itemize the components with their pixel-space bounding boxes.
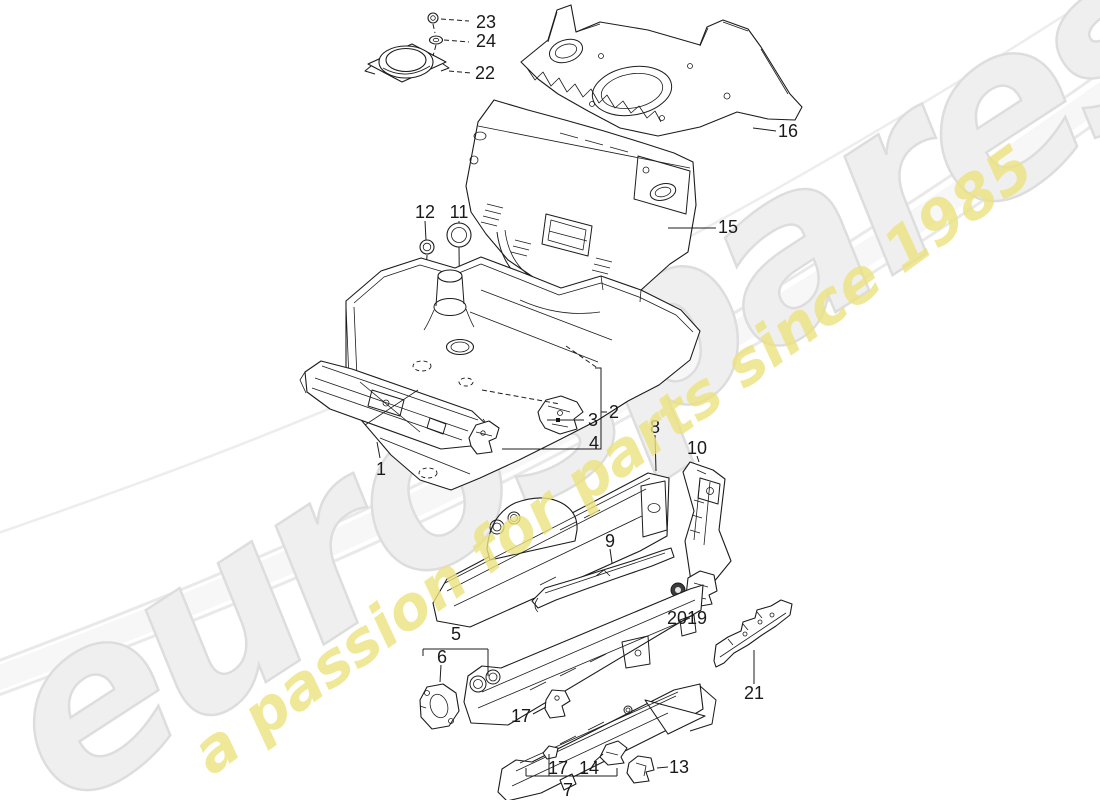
callout-17-2: 17 <box>548 758 568 778</box>
callout-21: 21 <box>744 683 764 703</box>
part-11-seal-large <box>446 222 472 248</box>
callout-15: 15 <box>718 217 738 237</box>
leader-lines-2-3-4 <box>481 345 607 450</box>
leader-17-upper <box>532 706 547 715</box>
part-24-washer <box>428 35 444 45</box>
callout-2: 2 <box>609 402 619 422</box>
part-5-side-member-upper <box>463 584 704 726</box>
part-23-nut <box>427 12 439 24</box>
callout-22: 22 <box>475 63 495 83</box>
callout-20: 20 <box>667 608 687 628</box>
part-13-bracket <box>626 755 655 784</box>
callout-7: 7 <box>563 780 573 800</box>
leader-1 <box>376 441 381 459</box>
part-22-cover <box>364 43 450 83</box>
callout-17: 17 <box>511 706 531 726</box>
part-8-side-member <box>432 472 670 628</box>
leader-9 <box>609 548 613 564</box>
callout-24: 24 <box>476 31 496 51</box>
callout-11: 11 <box>450 202 469 222</box>
callout-14: 14 <box>579 758 599 778</box>
leader-13 <box>656 766 669 769</box>
callout-16: 16 <box>778 121 798 141</box>
part-9-reinforcement <box>531 547 675 613</box>
bracket-lines-7 <box>525 754 618 777</box>
callout-19: 19 <box>687 608 707 628</box>
part-4-bracket <box>468 420 500 455</box>
callout-3: 3 <box>588 410 598 430</box>
part-12-seal-small <box>419 239 435 255</box>
callout-10: 10 <box>687 438 707 458</box>
part-16-rear-panel <box>520 4 803 137</box>
callout-23: 23 <box>476 12 496 32</box>
callout-8: 8 <box>650 417 660 437</box>
leader-lines-22-23-24 <box>432 18 472 74</box>
part-3-bracket <box>537 395 584 435</box>
leader-8 <box>654 434 657 472</box>
leader-14 <box>593 753 604 763</box>
part-21-closing-panel <box>713 599 793 668</box>
leader-16 <box>752 127 777 132</box>
part-14-bracket <box>599 740 628 766</box>
callout-12: 12 <box>415 202 435 222</box>
leader-10 <box>696 455 700 463</box>
callout-4: 4 <box>589 433 599 453</box>
callout-9: 9 <box>605 531 615 551</box>
callout-13: 13 <box>669 757 689 777</box>
callout-5: 5 <box>451 624 461 644</box>
callout-1: 1 <box>376 459 386 479</box>
callout-6: 6 <box>437 647 447 667</box>
part-10-side-panel <box>682 461 732 597</box>
part-17-bracket-upper <box>544 689 571 719</box>
part-6-support <box>419 683 460 730</box>
bracket-lines-5-6 <box>422 648 489 683</box>
